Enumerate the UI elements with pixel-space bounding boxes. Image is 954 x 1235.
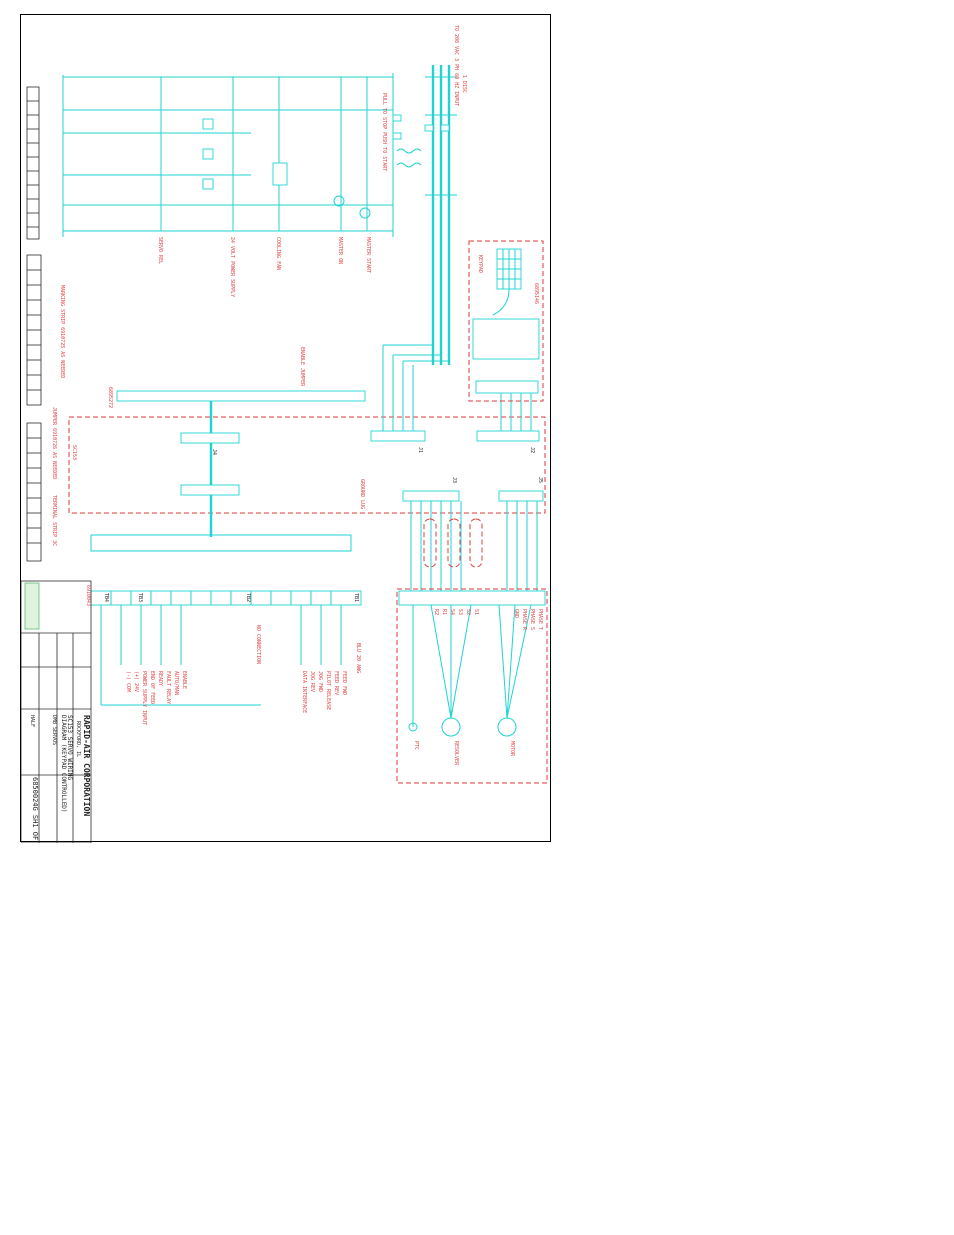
scale: HALF [29,715,35,727]
tb3-func-2: FAULT RELAY [165,671,171,704]
resolver-func-0: S1 [473,609,479,615]
resolver-func-4: R1 [441,609,447,615]
tb3-func-7: (-) COM [125,671,131,692]
tb1-func-4: JOG REV [309,671,315,692]
tb1-func-1: FEED REV [333,671,339,695]
tb3-func-3: READY [157,671,163,686]
tb1-label: TB1 [353,593,359,602]
sc153-enclosure [68,416,546,514]
j2-label: J2 [529,447,535,453]
disc-label: 1 DISC [461,75,467,93]
blu-20awg-label: BLU 20 AWG [355,643,361,673]
no-connection-label: NO CONNECTION [255,625,261,664]
title-line-1: SC153 SERVO WIRING [66,715,73,780]
motor-func-0: PHASE T [537,609,543,630]
keypad-grid [492,248,522,316]
motor-func-3: GND [513,609,519,618]
motor-func-2: PHASE R [521,609,527,631]
tb3-func-1: AUTO/MAN [173,671,179,695]
company-city: ROCKFORD, IL [75,721,81,757]
tb1-func-2: PILOT RELEASE [325,671,331,710]
sc153-label: SC153 [71,445,77,460]
jumper-label: JUMPER 6910726 AS NEEDED [51,407,57,479]
terminal-strip-mid [26,254,42,406]
ground-lug-label: GROUND LUG [359,479,365,509]
title-block [21,580,92,843]
cooling-fan-label: COOLING FAN [275,237,281,270]
motor-label: MOTOR [509,741,515,757]
power-section [62,65,457,365]
pull-to-stop-label: PULL TO STOP PUSH TO START [381,93,387,171]
tb2-label: TB2 [245,593,251,602]
input-label: TO 208 VAC 3 PH 60 HZ INPUT [453,25,459,106]
tb3-func-0: ENABLE [181,671,187,689]
tb4-label: TB4 [103,593,109,602]
resolver-func-3: S4 [449,609,455,615]
enable-jumper-label: ENABLE JUMPER [299,347,305,387]
j1-connector [370,344,449,442]
schematic-sheet: TO 208 VAC 3 PH 60 HZ INPUT 1 DISC PULL … [20,14,551,843]
part-6910043-label: 6910043 [85,585,91,606]
connector-row-upper [116,390,366,537]
ptc-label: PTC [413,741,419,750]
resolver-func-5: R2 [433,609,439,615]
master-on-label: MASTER ON [337,237,343,264]
tb3-func-6: (+) 24V [133,671,139,692]
keypad-part-label: 6895146 [533,283,539,304]
motor-func-1: PHASE S [529,609,535,630]
j3-connector [402,490,483,591]
tb3-label: TB3 [137,593,143,602]
j4-label: J4 [211,449,217,455]
resolver-func-2: S3 [457,609,463,615]
j1-label: J1 [417,447,423,453]
drawn-by: DMB SERVOS [51,715,57,745]
terminal-strip-low [26,422,42,562]
tb-strip [90,534,362,706]
part-6895272-label: 6895272 [107,387,113,408]
marking-strip-label: MARKING STRIP 6910725 AS NEEDED [59,285,65,378]
tb1-func-5: DATA INTERFACE [301,671,307,713]
keypad-interface-board [472,318,540,360]
j3-label: J3 [451,477,457,483]
servo-rel-label: SERVO REL [157,237,163,264]
resolver-func-1: S2 [465,609,471,615]
resolver-label: RESOLVER [453,741,459,766]
terminal-strip-top [26,86,40,240]
master-start-label: MASTER START [365,237,371,273]
company-name: RAPID-AIR CORPORATION [82,715,91,816]
motor-resolver-enclosure [396,588,548,784]
tb1-func-0: FEED FWD [341,671,347,695]
tb1-func-3: JOG FWD [317,671,323,692]
drawing-number: 6850024G SH1 OF 2 [31,777,39,843]
j5-connector [498,490,544,591]
j5-label: J5 [537,477,543,483]
tb3-func-4: END OF FEED [149,671,155,704]
wiring-diagram: TO 208 VAC 3 PH 60 HZ INPUT 1 DISC PULL … [21,25,548,843]
tb3-func-5: POWER SUPPLY INPUT [141,671,147,725]
title-line-2: DIAGRAM (KEYPAD CONTROLLED) [60,715,67,813]
keypad-enclosure [468,240,544,402]
keypad-label: KEYPAD [477,255,483,273]
terminal-strip-label: TERMINAL STRIP 3C [51,495,57,546]
power-supply-label: 24 VOLT POWER SUPPLY [229,237,235,297]
